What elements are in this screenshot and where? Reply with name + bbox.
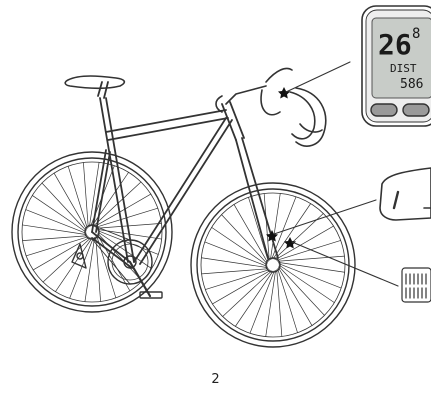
sensor-star-marker (266, 87, 296, 249)
speed-decimal: 8 (412, 26, 420, 42)
speed-value: 26 (378, 28, 412, 61)
mode-label: DIST (390, 62, 417, 75)
wheel-spoke (235, 271, 273, 326)
saddle (65, 76, 124, 88)
chain (92, 225, 130, 284)
front-wheel (191, 183, 355, 347)
page-number: 2 (0, 372, 431, 387)
crankset (108, 240, 162, 298)
left-button (371, 104, 397, 116)
bike-frame (92, 82, 278, 268)
mode-value: 586 (400, 77, 423, 92)
wheel-spoke (32, 195, 86, 232)
bike-computer: 26 8 DIST 586 (362, 6, 431, 126)
wheel-spoke (279, 265, 334, 303)
wheel-spoke (55, 238, 92, 292)
spoke-magnet (402, 268, 431, 302)
right-button (403, 104, 429, 116)
wheel-sensor (380, 168, 431, 220)
wheel-spoke (273, 204, 311, 259)
wheel-spoke (212, 227, 267, 265)
